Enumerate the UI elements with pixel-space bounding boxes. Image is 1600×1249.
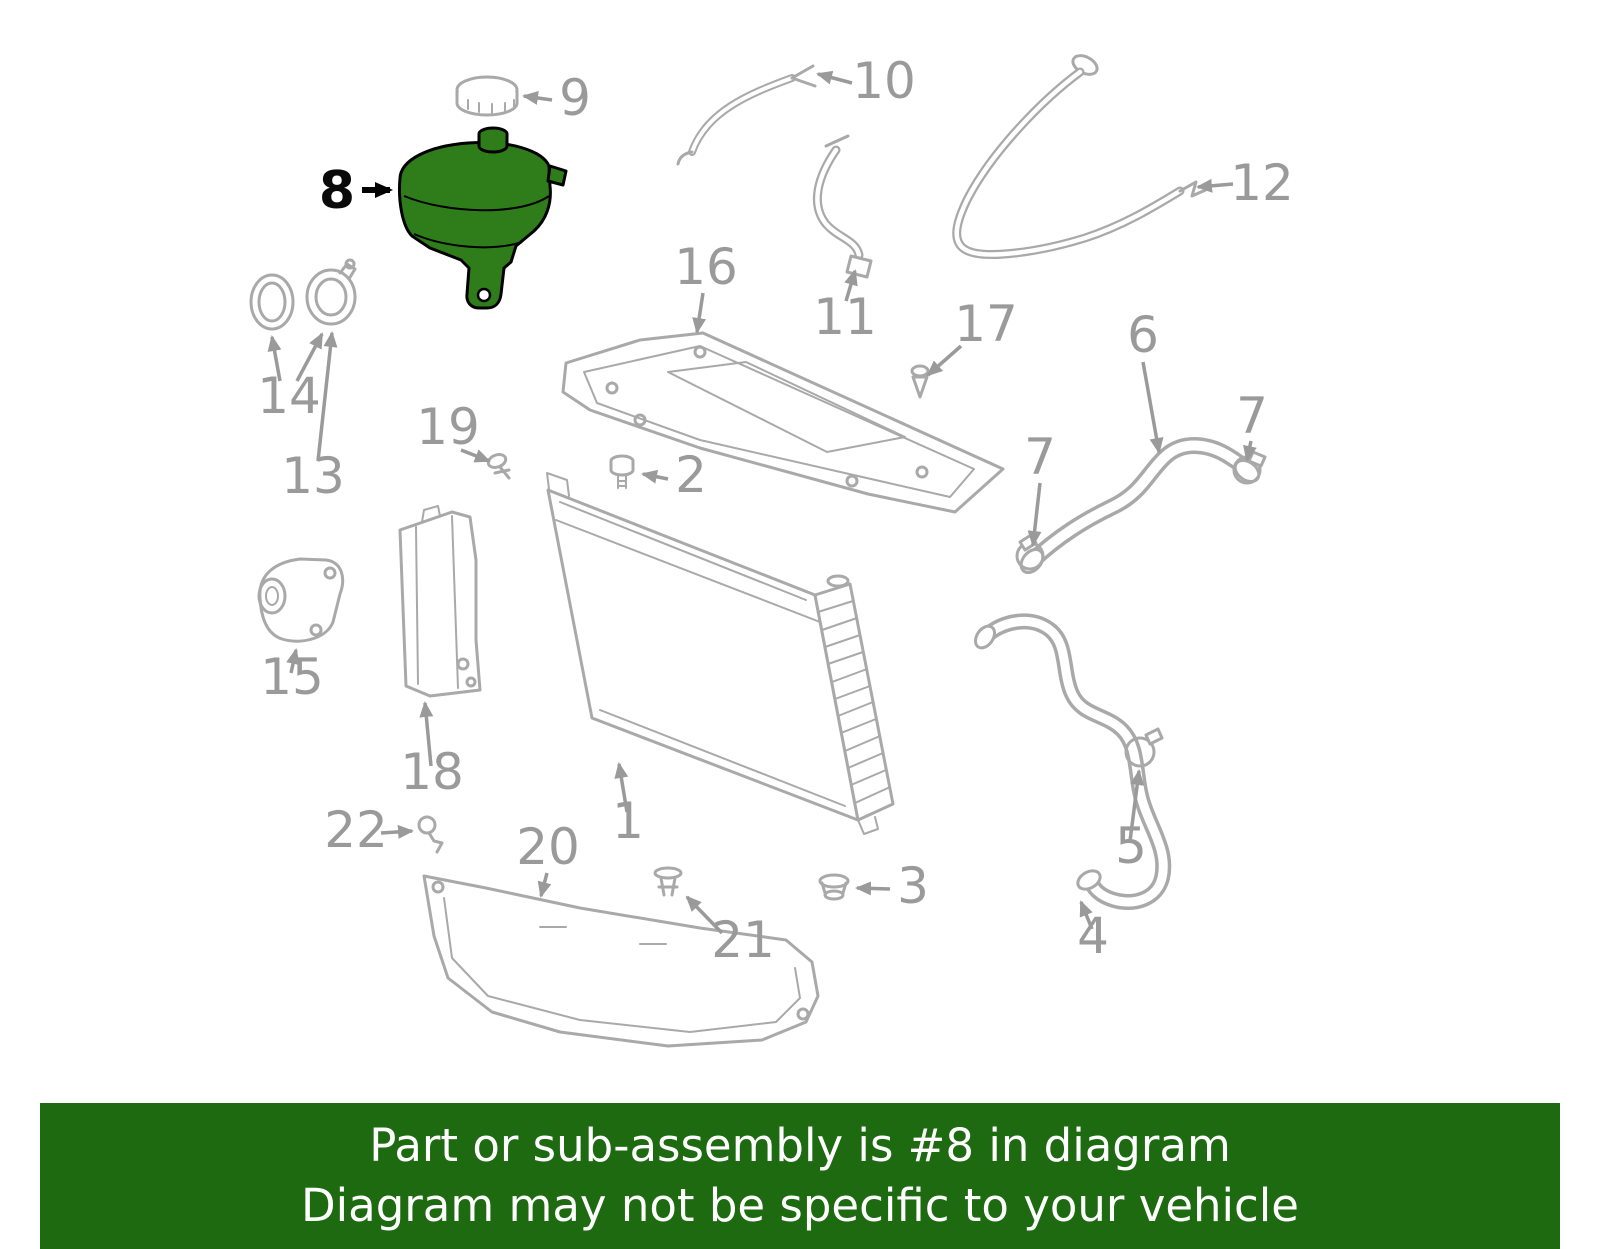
part-12-outlet-hose bbox=[952, 54, 1212, 259]
part-19-clip bbox=[486, 453, 511, 480]
part-20-lower-shield bbox=[422, 874, 820, 1048]
part-3-grommet bbox=[818, 873, 850, 901]
banner-line-2: Diagram may not be specific to your vehi… bbox=[301, 1179, 1299, 1232]
part-4-lower-hose bbox=[973, 613, 1172, 910]
callout-18: 18 bbox=[400, 743, 464, 801]
part-15-water-outlet bbox=[257, 557, 345, 643]
part-16-sight-shield bbox=[561, 331, 1005, 514]
callout-21: 21 bbox=[711, 911, 775, 969]
part-17-retainer-clip bbox=[910, 364, 930, 399]
callout-1: 1 bbox=[612, 792, 644, 850]
callout-10: 10 bbox=[852, 52, 916, 110]
callout-4: 4 bbox=[1077, 907, 1109, 965]
part-22-clip bbox=[417, 815, 444, 854]
callout-11: 11 bbox=[813, 288, 877, 346]
callout-9: 9 bbox=[559, 69, 591, 127]
callout-7-left: 7 bbox=[1024, 428, 1056, 486]
part-11-inlet-hose bbox=[812, 134, 873, 279]
callout-7-right: 7 bbox=[1236, 387, 1268, 445]
callout-13: 13 bbox=[281, 447, 345, 505]
part-10-overflow-hose bbox=[676, 64, 817, 166]
part-14-seal-ring bbox=[249, 273, 295, 331]
callout-20: 20 bbox=[516, 818, 580, 876]
part-6-upper-hose bbox=[1019, 437, 1261, 575]
callout-2: 2 bbox=[675, 446, 707, 504]
callout-5: 5 bbox=[1115, 817, 1147, 875]
part-18-air-deflector bbox=[398, 505, 482, 698]
part-5-clamp bbox=[1124, 727, 1164, 768]
part-1-radiator bbox=[546, 472, 895, 835]
callout-3: 3 bbox=[897, 857, 929, 915]
callout-19: 19 bbox=[416, 398, 480, 456]
callout-17: 17 bbox=[954, 295, 1018, 353]
callout-8-highlighted: 8 bbox=[319, 161, 355, 221]
banner-line-1: Part or sub-assembly is #8 in diagram bbox=[369, 1119, 1231, 1173]
part-13-thermostat bbox=[305, 258, 357, 326]
callout-leaders bbox=[267, 70, 1257, 935]
part-9-pressure-cap bbox=[455, 75, 519, 117]
callout-6: 6 bbox=[1127, 306, 1159, 364]
callout-12: 12 bbox=[1230, 154, 1294, 212]
diagram-canvas: 9 10 12 11 8 16 17 6 7 7 14 13 19 2 15 1… bbox=[249, 52, 1294, 1048]
callout-22: 22 bbox=[324, 801, 388, 859]
highlight-banner: Part or sub-assembly is #8 in diagram Di… bbox=[40, 1103, 1560, 1249]
callout-15: 15 bbox=[260, 648, 324, 706]
callout-14: 14 bbox=[257, 367, 321, 425]
callout-16: 16 bbox=[674, 238, 738, 296]
callout-labels: 9 10 12 11 8 16 17 6 7 7 14 13 19 2 15 1… bbox=[257, 52, 1294, 969]
part-21-push-pin bbox=[653, 866, 683, 897]
part-2-bolt bbox=[609, 454, 635, 489]
part-8-coolant-reservoir bbox=[398, 126, 568, 310]
